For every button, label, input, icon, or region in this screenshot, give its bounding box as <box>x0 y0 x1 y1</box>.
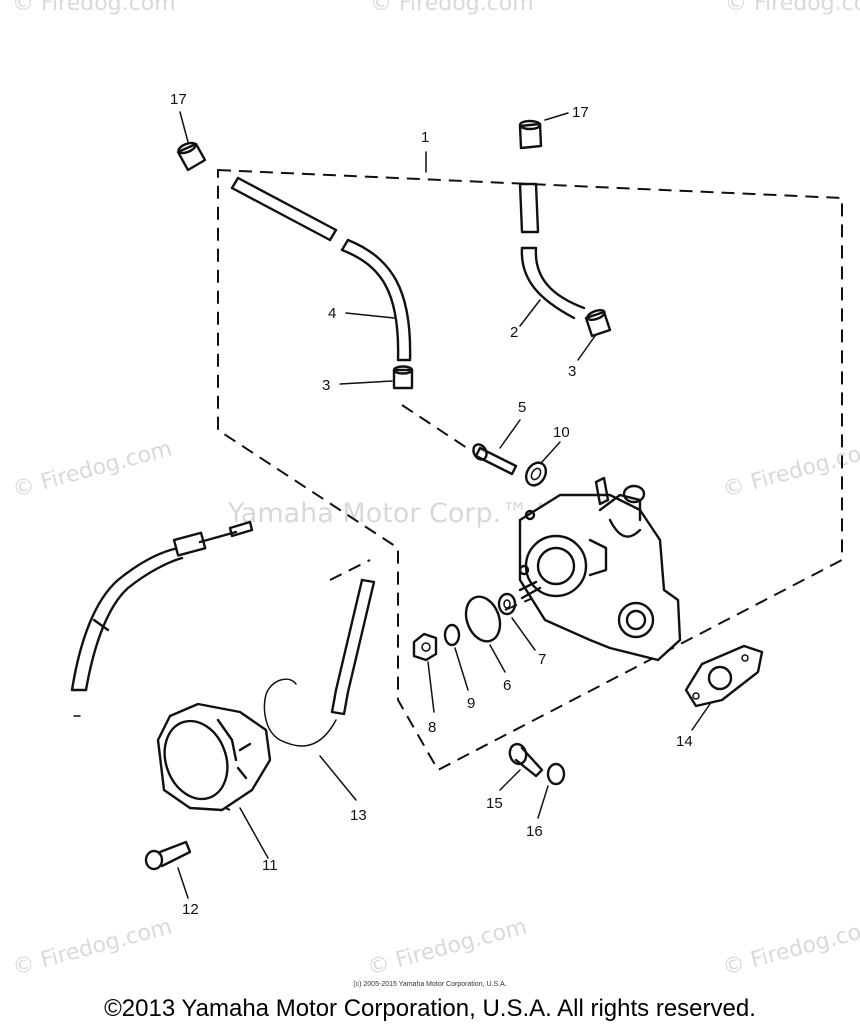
label-16: 16 <box>526 823 543 840</box>
washer-16 <box>537 762 566 819</box>
label-2: 2 <box>510 324 518 341</box>
washer-7 <box>497 592 536 651</box>
label-8: 8 <box>428 719 436 736</box>
watermark-text: © Firedog.com <box>720 914 860 980</box>
assembly-boundary <box>217 168 843 772</box>
bolt-5 <box>472 419 521 476</box>
diaphragm-6 <box>464 595 506 673</box>
label-12: 12 <box>182 901 199 918</box>
small-copyright: (c) 2005-2015 Yamaha Motor Corporation, … <box>353 981 507 988</box>
watermark-text: © Firedog.com <box>720 436 860 502</box>
bolt-15 <box>499 742 544 791</box>
watermark-text: © Firedog.com <box>12 0 176 16</box>
label-9: 9 <box>467 695 475 712</box>
label-17-right: 17 <box>572 104 589 121</box>
label-17-left: 17 <box>170 91 187 108</box>
label-3-right: 3 <box>568 363 576 380</box>
sender-cable-13 <box>263 578 376 801</box>
watermark-text: © Firedog.com <box>370 0 534 16</box>
guide-line <box>401 404 471 451</box>
watermark-text: © Firedog.com <box>725 0 860 16</box>
cable <box>70 520 254 717</box>
watermark-text: © Firedog.com <box>365 914 530 980</box>
label-10: 10 <box>553 424 570 441</box>
label-13: 13 <box>350 807 367 824</box>
cap-17-left <box>176 111 207 172</box>
label-15: 15 <box>486 795 503 812</box>
label-11: 11 <box>262 857 278 874</box>
watermark-layer: © Firedog.com © Firedog.com © Firedog.co… <box>10 0 860 980</box>
part-labels: 17 17 1 4 2 3 3 5 10 7 6 9 8 14 15 16 13… <box>170 91 693 918</box>
hose-2 <box>518 182 586 327</box>
label-3-left: 3 <box>322 377 330 394</box>
cover-11 <box>156 702 272 859</box>
clamp-3-left <box>339 365 414 390</box>
hose-4 <box>230 176 412 362</box>
copyright-notice: ©2013 Yamaha Motor Corporation, U.S.A. A… <box>104 995 756 1022</box>
label-14: 14 <box>676 733 693 750</box>
label-7: 7 <box>538 651 546 668</box>
label-1: 1 <box>421 129 429 146</box>
gasket-14 <box>684 644 764 731</box>
watermark-text: © Firedog.com <box>10 436 175 502</box>
cap-17-right <box>518 112 569 150</box>
nut-8 <box>412 632 438 713</box>
label-6: 6 <box>503 677 511 694</box>
label-4: 4 <box>328 305 336 322</box>
screw-12 <box>144 840 192 899</box>
label-5: 5 <box>518 399 526 416</box>
pump-body <box>518 476 682 662</box>
parts-diagram: © Firedog.com © Firedog.com © Firedog.co… <box>10 0 860 980</box>
o-ring-10 <box>524 441 561 487</box>
guide-line <box>329 559 371 581</box>
washer-9 <box>443 623 469 691</box>
watermark-text: © Firedog.com <box>10 914 175 980</box>
clamp-3-right <box>577 308 612 361</box>
